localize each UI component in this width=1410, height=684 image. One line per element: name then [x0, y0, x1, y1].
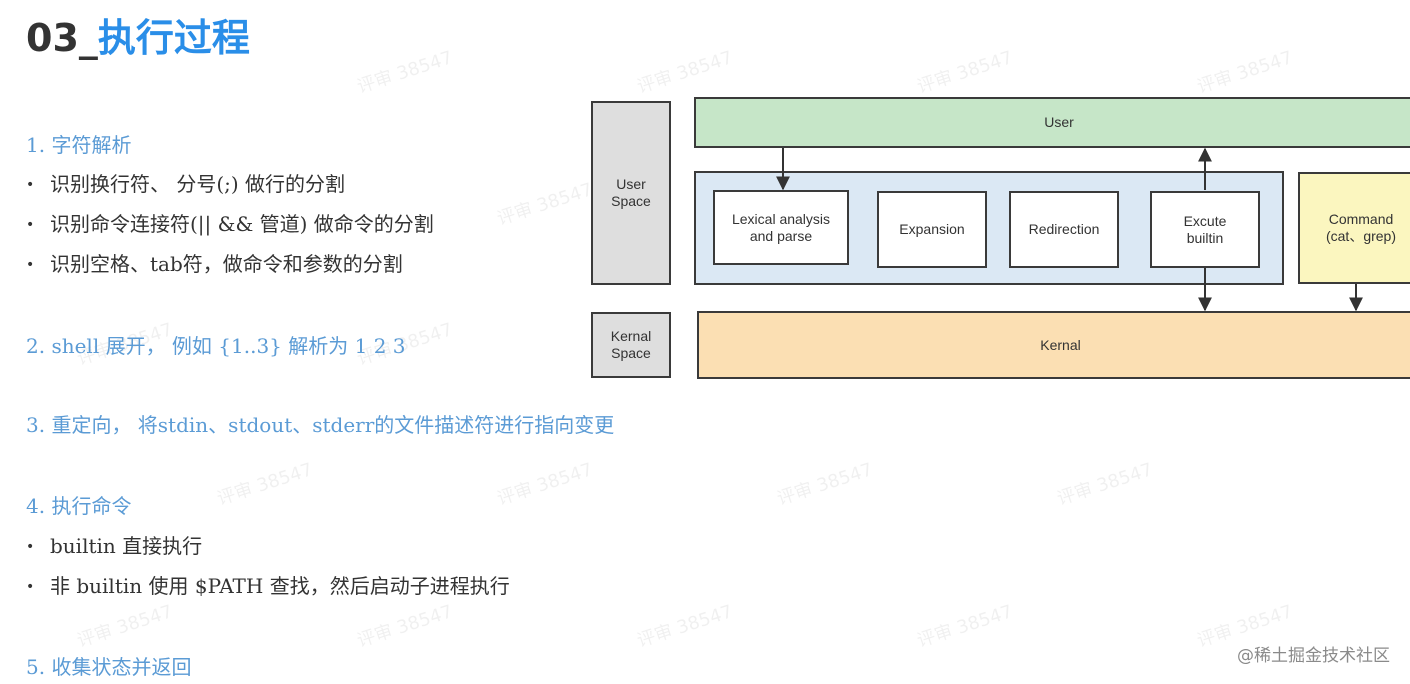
watermark: 评审 38547: [1194, 47, 1296, 98]
step-2-heading: 2. shell 展开， 例如 {1..3} 解析为 1 2 3: [26, 334, 406, 358]
watermark: 评审 38547: [74, 601, 176, 652]
kernal-box: Kernal: [697, 311, 1410, 379]
watermark: 评审 38547: [214, 459, 316, 510]
lexical-analysis-box: Lexical analysis and parse: [713, 190, 849, 265]
expansion-box: Expansion: [877, 191, 987, 268]
step-1-heading: 1. 字符解析: [26, 133, 132, 157]
step-4-heading: 4. 执行命令: [26, 494, 132, 518]
bullet-text: builtin 直接执行: [50, 534, 203, 558]
step-1-bullet-2: • 识别命令连接符(|| && 管道) 做命令的分割: [26, 210, 434, 239]
excute-builtin-box: Excute builtin: [1150, 191, 1260, 268]
watermark: 评审 38547: [634, 47, 736, 98]
watermark: 评审 38547: [354, 601, 456, 652]
bullet-dot: •: [26, 257, 35, 273]
bullet-dot: •: [26, 177, 35, 193]
bullet-dot: •: [26, 539, 35, 555]
step-1-bullet-1: • 识别换行符、 分号(;) 做行的分割: [26, 170, 345, 199]
command-box: Command (cat、grep): [1298, 172, 1410, 284]
step-1-bullet-3: • 识别空格、tab符，做命令和参数的分割: [26, 250, 403, 279]
page-title: 03_执行过程: [26, 14, 250, 62]
title-number: 03_: [26, 16, 98, 60]
step-4-bullet-2: • 非 builtin 使用 $PATH 查找，然后启动子进程执行: [26, 572, 510, 601]
bullet-text: 非 builtin 使用 $PATH 查找，然后启动子进程执行: [50, 574, 510, 598]
watermark: 评审 38547: [354, 47, 456, 98]
step-3-heading: 3. 重定向， 将stdin、stdout、stderr的文件描述符进行指向变更: [26, 413, 615, 437]
title-text: 执行过程: [97, 16, 250, 60]
bullet-text: 识别命令连接符(|| && 管道) 做命令的分割: [50, 212, 434, 236]
watermark: 评审 38547: [494, 179, 596, 230]
watermark: 评审 38547: [494, 459, 596, 510]
watermark: 评审 38547: [914, 47, 1016, 98]
watermark: 评审 38547: [914, 601, 1016, 652]
bullet-text: 识别换行符、 分号(;) 做行的分割: [50, 172, 346, 196]
user-space-box: User Space: [591, 101, 671, 285]
user-box: User: [694, 97, 1410, 148]
watermark: 评审 38547: [634, 601, 736, 652]
step-5-heading: 5. 收集状态并返回: [26, 655, 192, 679]
watermark: 评审 38547: [774, 459, 876, 510]
bullet-dot: •: [26, 217, 35, 233]
watermark: 评审 38547: [1054, 459, 1156, 510]
bullet-dot: •: [26, 579, 35, 595]
redirection-box: Redirection: [1009, 191, 1119, 268]
kernal-space-box: Kernal Space: [591, 312, 671, 378]
source-label: @稀土掘金技术社区: [1237, 646, 1390, 666]
bullet-text: 识别空格、tab符，做命令和参数的分割: [50, 252, 403, 276]
step-4-bullet-1: • builtin 直接执行: [26, 532, 202, 561]
